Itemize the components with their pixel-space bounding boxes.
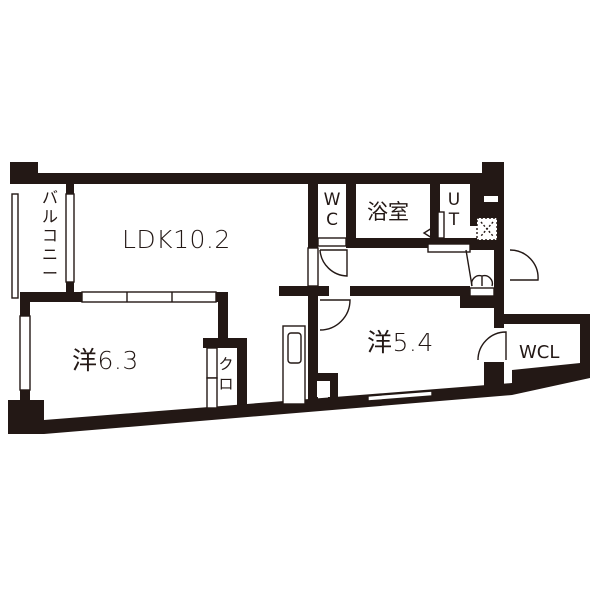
- room-label-ut: U T: [444, 190, 464, 230]
- window-room-6-3-top: [81, 291, 217, 303]
- window-room-6-3-left: [19, 315, 31, 391]
- closet-char-1: ク: [218, 355, 234, 373]
- wall-corridor: [279, 286, 329, 296]
- kitchen-sink: [287, 332, 302, 364]
- wall-balcony-inner: [66, 184, 74, 194]
- window-room-5-4-bottom: [367, 390, 433, 402]
- balcony-char-5: ー: [41, 264, 58, 283]
- door-swing-wc: [319, 249, 348, 277]
- room-label-western-5-4: 洋5.4: [367, 328, 434, 357]
- window-top-right-block: [484, 196, 498, 202]
- bath-door-marker: [422, 227, 433, 239]
- wc-char-w: W: [323, 190, 341, 210]
- room-label-balcony: バ ル コ ニ ー: [38, 188, 62, 283]
- balcony-outline: [11, 193, 19, 299]
- door-swing-entrance: [509, 249, 539, 281]
- wc-char-c: C: [326, 210, 338, 230]
- shoe-cabinet: [470, 274, 494, 287]
- balcony-char-3: コ: [41, 226, 58, 245]
- room-label-western-6-3: 洋6.3: [72, 346, 139, 375]
- room-label-wcl: WCL: [519, 342, 560, 363]
- ut-char-u: U: [447, 190, 461, 210]
- balcony-char-4: ニ: [41, 245, 58, 264]
- wall-bottom-slanted: [44, 383, 512, 434]
- door-swing-wcl: [477, 331, 507, 361]
- balcony-char-1: バ: [41, 188, 58, 207]
- closet-char-2: ロ: [218, 375, 234, 393]
- balcony-char-2: ル: [41, 207, 58, 226]
- ut-char-t: T: [448, 210, 460, 230]
- room-label-bathroom: 浴室: [367, 200, 409, 224]
- wall-corner-top-left: [10, 162, 38, 184]
- wall-top: [38, 173, 504, 184]
- room-label-ldk: LDK10.2: [122, 225, 231, 254]
- wall-balcony-bottom: [20, 292, 82, 302]
- room-label-wc: W C: [321, 190, 343, 230]
- door-swing-room-5-4: [319, 299, 351, 331]
- wall-corner-bottom-left: [8, 400, 44, 434]
- room-label-closet: ク ロ: [216, 354, 236, 394]
